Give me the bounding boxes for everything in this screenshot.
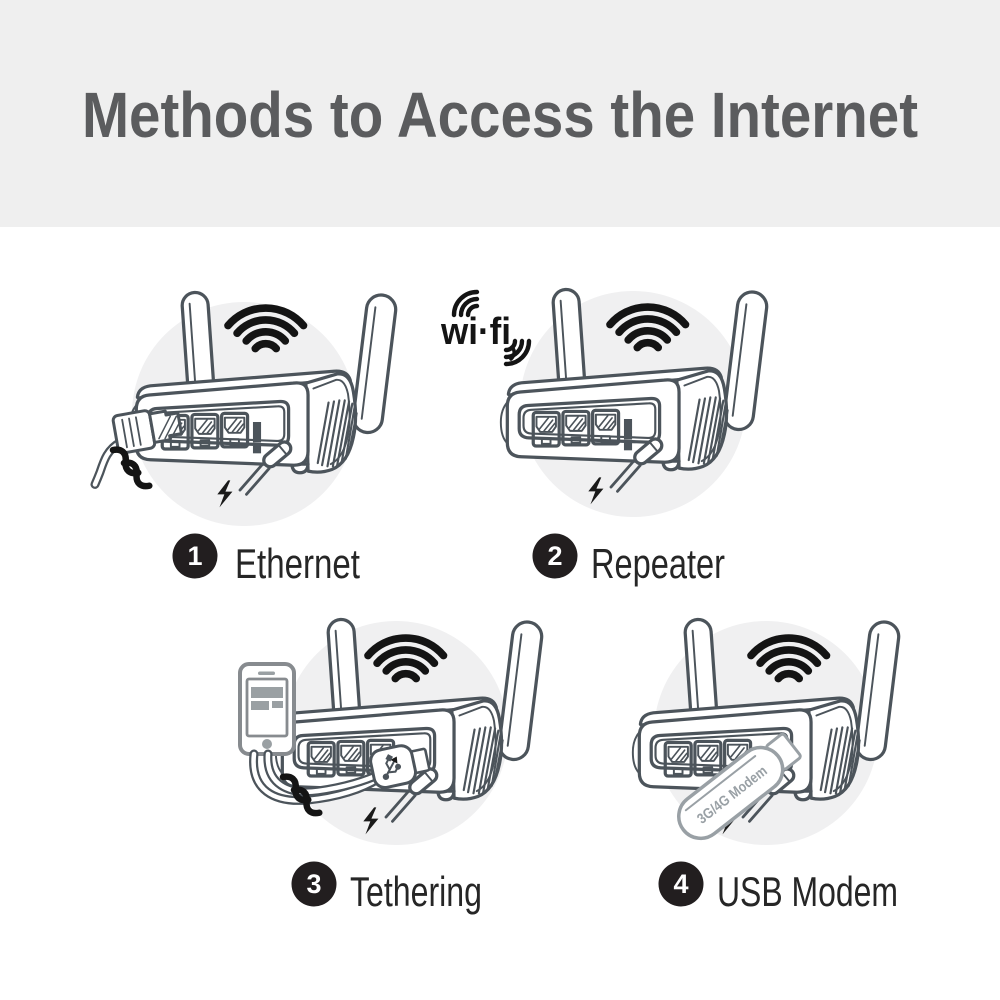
wifi-logo-text: wi·fi [440,311,511,353]
method-1-label: Ethernet [235,540,360,587]
caption-repeater: 2 Repeater [532,533,725,587]
caption-tethering: 3 Tethering [291,861,482,915]
panel-tethering [238,619,543,845]
method-4-label: USB Modem [717,868,898,915]
method-1-number: 1 [187,541,202,571]
method-2-number: 2 [547,541,562,571]
method-1-badge [172,533,218,579]
method-3-label: Tethering [350,868,482,915]
method-3-number: 3 [306,869,321,899]
panel-usb-modem: 3G/4G Modem [633,619,901,845]
wifi-logo-arcs-bottom [503,338,532,367]
page-title: Methods to Access the Internet [82,79,918,151]
tethering-cable [249,749,389,805]
panel-repeater: wi·fi [440,289,768,517]
header-band [0,0,1000,227]
usb-plug-icon [369,744,431,790]
caption-ethernet: 1 Ethernet [172,533,360,587]
caption-usb-modem: 4 USB Modem [658,861,898,915]
smartphone-icon [238,662,296,756]
ethernet-cable-icon [90,409,183,490]
method-3-badge [291,861,337,907]
method-4-badge [658,861,704,907]
method-4-number: 4 [673,869,688,899]
method-2-badge [532,533,578,579]
method-2-label: Repeater [591,540,725,587]
wifi-logo: wi·fi [440,289,532,367]
panel-ethernet [90,292,398,526]
wifi-logo-arcs-top [451,289,480,318]
